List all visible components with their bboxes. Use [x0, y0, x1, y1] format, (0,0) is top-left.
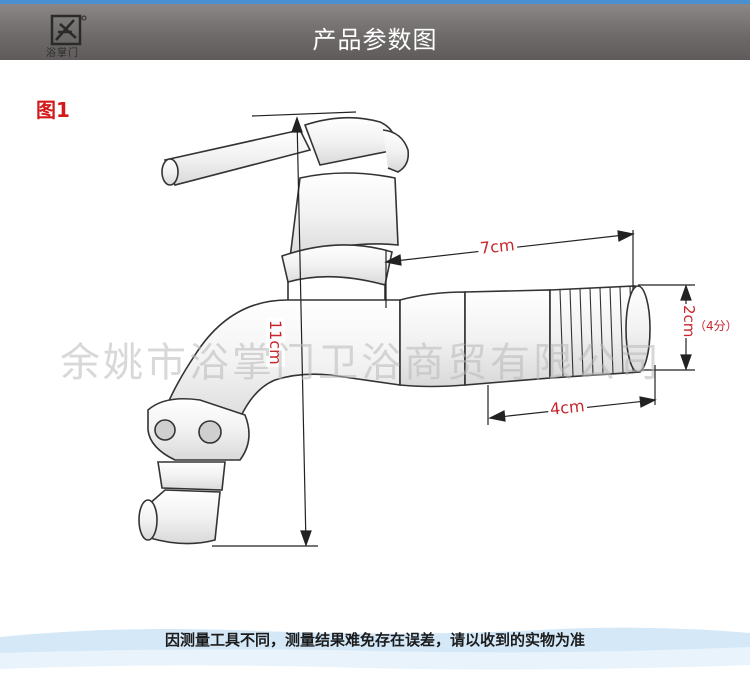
page-title: 产品参数图 — [312, 26, 438, 54]
dimension-lines — [212, 111, 695, 547]
bottom-wave-band — [0, 627, 750, 670]
top-accent-line — [0, 0, 750, 4]
figure-label: 图1 — [36, 98, 70, 122]
watermark: 余姚市浴掌门卫浴商贸有限公司 — [60, 340, 662, 386]
length-4cm-label: 4cm — [547, 396, 588, 419]
header-bar: 浴掌门 产品参数图 — [0, 4, 750, 60]
footer-note: 因测量工具不同，测量结果难免存在误差，请以收到的实物为准 — [164, 631, 585, 649]
thread-size-label: （4分） — [694, 319, 738, 333]
length-7cm-label: 7cm — [477, 235, 518, 258]
brand-logo — [50, 14, 87, 46]
logo-text: 浴掌门 — [46, 48, 79, 59]
